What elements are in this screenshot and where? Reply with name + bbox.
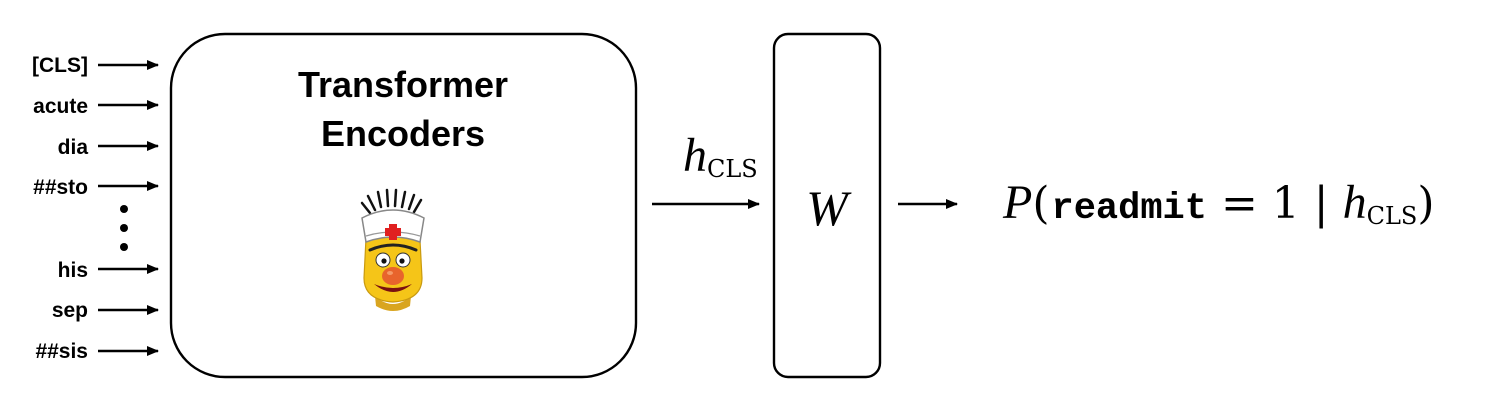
token-label: ##sis (35, 340, 88, 363)
token-row: ##sto (33, 176, 159, 199)
token-row: sep (52, 299, 159, 322)
transformer-encoder-block: Transformer Encoders (169, 32, 638, 379)
token-row: acute (33, 95, 159, 118)
encoder-title-line2: Encoders (321, 113, 485, 154)
nurse-bert-mascot-icon (360, 188, 425, 311)
encoder-title-line1: Transformer (298, 64, 508, 105)
token-row: [CLS] (32, 54, 159, 77)
token-label: ##sto (33, 176, 88, 199)
weight-box (772, 32, 882, 379)
token-label: sep (52, 299, 88, 322)
input-tokens: [CLS] acute dia ##sto his sep (32, 54, 159, 363)
token-label: acute (33, 95, 88, 118)
token-row: dia (58, 136, 159, 159)
token-label: his (58, 259, 88, 282)
hidden-state-connector: hCLS (652, 129, 778, 209)
token-row: ##sis (35, 340, 159, 363)
output-probability-expression: P(readmit= 1|hCLS) (975, 176, 1455, 230)
token-label: [CLS] (32, 54, 88, 77)
hidden-state-label: hCLS (655, 129, 778, 183)
token-row: his (58, 259, 159, 282)
output-section: P(readmit= 1|hCLS) (898, 176, 1455, 230)
token-label: dia (58, 136, 89, 159)
ellipsis-dots (120, 205, 128, 251)
weight-symbol: W (806, 180, 852, 236)
weight-layer-block: W (772, 32, 882, 379)
